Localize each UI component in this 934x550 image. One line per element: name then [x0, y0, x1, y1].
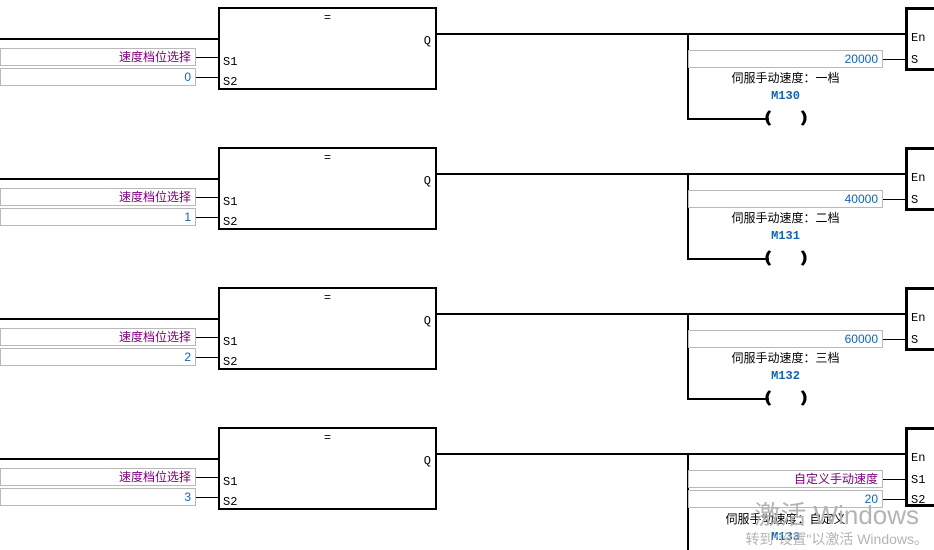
rung-2-pin-s2: S2 — [223, 215, 238, 229]
ladder-rung-2[interactable]: = Q S1 S2 速度档位选择 1 En S 40000 伺服手动速度：二档 … — [0, 140, 934, 280]
rung-2-branch-vertical — [687, 173, 689, 259]
rung-4-pin-s1: S1 — [223, 475, 238, 489]
ladder-rung-1[interactable]: = Q S1 S2 速度档位选择 0 En S 20000 伺服手动速度：一档 … — [0, 0, 934, 140]
rung-1-pin-q: Q — [423, 34, 431, 48]
rung-2-operand1-wire — [196, 197, 218, 198]
rung-3-operand1-box[interactable]: 速度档位选择 — [0, 328, 196, 346]
rung-2-pin-en: En — [911, 171, 926, 185]
rung-3-branch-vertical — [687, 313, 689, 399]
rung-1-output-coil[interactable] — [765, 108, 807, 128]
rung-4-output-wire — [437, 453, 905, 455]
rung-3-comment: 伺服手动速度：三档 — [731, 351, 840, 365]
ladder-rung-4[interactable]: = Q S1 S2 速度档位选择 3 En S1 S2 自定义手动速度 20 伺… — [0, 420, 934, 550]
rung-4-operand1-wire — [196, 477, 218, 478]
coil-left-paren-icon — [765, 388, 784, 408]
rung-1-operand2-box[interactable]: 0 — [0, 68, 196, 86]
coil-right-paren-icon — [787, 388, 807, 408]
rung-1-move-block[interactable]: En S — [905, 7, 934, 71]
rung-2-input-rail — [0, 178, 218, 180]
rung-3-pin-s2: S2 — [223, 355, 238, 369]
rung-2-pin-s1: S1 — [223, 195, 238, 209]
rung-2-move-block[interactable]: En S — [905, 147, 934, 211]
rung-3-output-wire — [437, 313, 905, 315]
rung-3-compare-operator: = — [323, 291, 332, 305]
rung-3-output-coil[interactable] — [765, 388, 807, 408]
rung-2-operand2-wire — [196, 217, 218, 218]
rung-3-address: M132 — [771, 369, 800, 383]
rung-3-operand2-box[interactable]: 2 — [0, 348, 196, 366]
rung-1-output-wire — [437, 33, 905, 35]
rung-2-pin-s: S — [911, 193, 919, 207]
rung-4-input-rail — [0, 458, 218, 460]
rung-3-speed-value-wire — [883, 339, 905, 340]
coil-left-paren-icon — [765, 248, 784, 268]
rung-1-operand1-box[interactable]: 速度档位选择 — [0, 48, 196, 66]
rung-1-speed-value-wire — [883, 59, 905, 60]
rung-1-compare-block[interactable]: = Q S1 S2 — [218, 7, 437, 90]
rung-4-address: M133 — [771, 530, 800, 544]
rung-1-address: M130 — [771, 89, 800, 103]
rung-4-custom-value-wire — [883, 499, 905, 500]
rung-1-speed-value-box[interactable]: 20000 — [688, 50, 883, 68]
rung-1-pin-s1: S1 — [223, 55, 238, 69]
rung-2-compare-block[interactable]: = Q S1 S2 — [218, 147, 437, 230]
rung-4-compare-block[interactable]: = Q S1 S2 — [218, 427, 437, 510]
rung-3-operand2-wire — [196, 357, 218, 358]
rung-2-comment: 伺服手动速度：二档 — [731, 211, 840, 225]
coil-right-paren-icon — [787, 108, 807, 128]
rung-3-pin-s1: S1 — [223, 335, 238, 349]
rung-4-custom-speed-wire — [883, 479, 905, 480]
rung-4-pin-s2: S2 — [223, 495, 238, 509]
rung-1-operand2-wire — [196, 77, 218, 78]
rung-4-comment: 伺服手动速度：自定义 — [725, 512, 846, 526]
rung-4-compare-operator: = — [323, 431, 332, 445]
rung-1-pin-s2: S2 — [223, 75, 238, 89]
rung-3-move-block[interactable]: En S — [905, 287, 934, 351]
rung-2-output-coil[interactable] — [765, 248, 807, 268]
ladder-rung-3[interactable]: = Q S1 S2 速度档位选择 2 En S 60000 伺服手动速度：三档 … — [0, 280, 934, 420]
rung-3-compare-block[interactable]: = Q S1 S2 — [218, 287, 437, 370]
rung-3-pin-en: En — [911, 311, 926, 325]
rung-2-speed-value-box[interactable]: 40000 — [688, 190, 883, 208]
rung-1-operand1-wire — [196, 57, 218, 58]
rung-2-address: M131 — [771, 229, 800, 243]
rung-3-input-rail — [0, 318, 218, 320]
rung-4-move-block[interactable]: En S1 S2 — [905, 427, 934, 507]
rung-4-pin-q: Q — [423, 454, 431, 468]
rung-3-operand1-wire — [196, 337, 218, 338]
rung-1-pin-s: S — [911, 53, 919, 67]
rung-2-operand2-box[interactable]: 1 — [0, 208, 196, 226]
rung-1-branch-vertical — [687, 33, 689, 119]
rung-3-pin-s: S — [911, 333, 919, 347]
coil-left-paren-icon — [765, 108, 784, 128]
rung-3-pin-q: Q — [423, 314, 431, 328]
rung-3-coil-wire — [687, 398, 769, 400]
rung-1-comment: 伺服手动速度：一档 — [731, 71, 840, 85]
rung-4-custom-value-box[interactable]: 20 — [688, 490, 883, 508]
rung-3-speed-value-box[interactable]: 60000 — [688, 330, 883, 348]
rung-1-input-rail — [0, 38, 218, 40]
rung-2-pin-q: Q — [423, 174, 431, 188]
rung-2-coil-wire — [687, 258, 769, 260]
rung-2-operand1-box[interactable]: 速度档位选择 — [0, 188, 196, 206]
rung-4-pin-s2: S2 — [911, 493, 926, 507]
rung-1-pin-en: En — [911, 31, 926, 45]
rung-1-compare-operator: = — [323, 11, 332, 25]
rung-1-coil-wire — [687, 118, 769, 120]
coil-right-paren-icon — [787, 248, 807, 268]
rung-2-compare-operator: = — [323, 151, 332, 165]
rung-4-pin-en: En — [911, 451, 926, 465]
rung-4-custom-speed-box[interactable]: 自定义手动速度 — [688, 470, 883, 488]
rung-4-pin-s1: S1 — [911, 473, 926, 487]
rung-2-output-wire — [437, 173, 905, 175]
rung-4-operand2-box[interactable]: 3 — [0, 488, 196, 506]
rung-2-speed-value-wire — [883, 199, 905, 200]
rung-4-operand1-box[interactable]: 速度档位选择 — [0, 468, 196, 486]
rung-4-operand2-wire — [196, 497, 218, 498]
